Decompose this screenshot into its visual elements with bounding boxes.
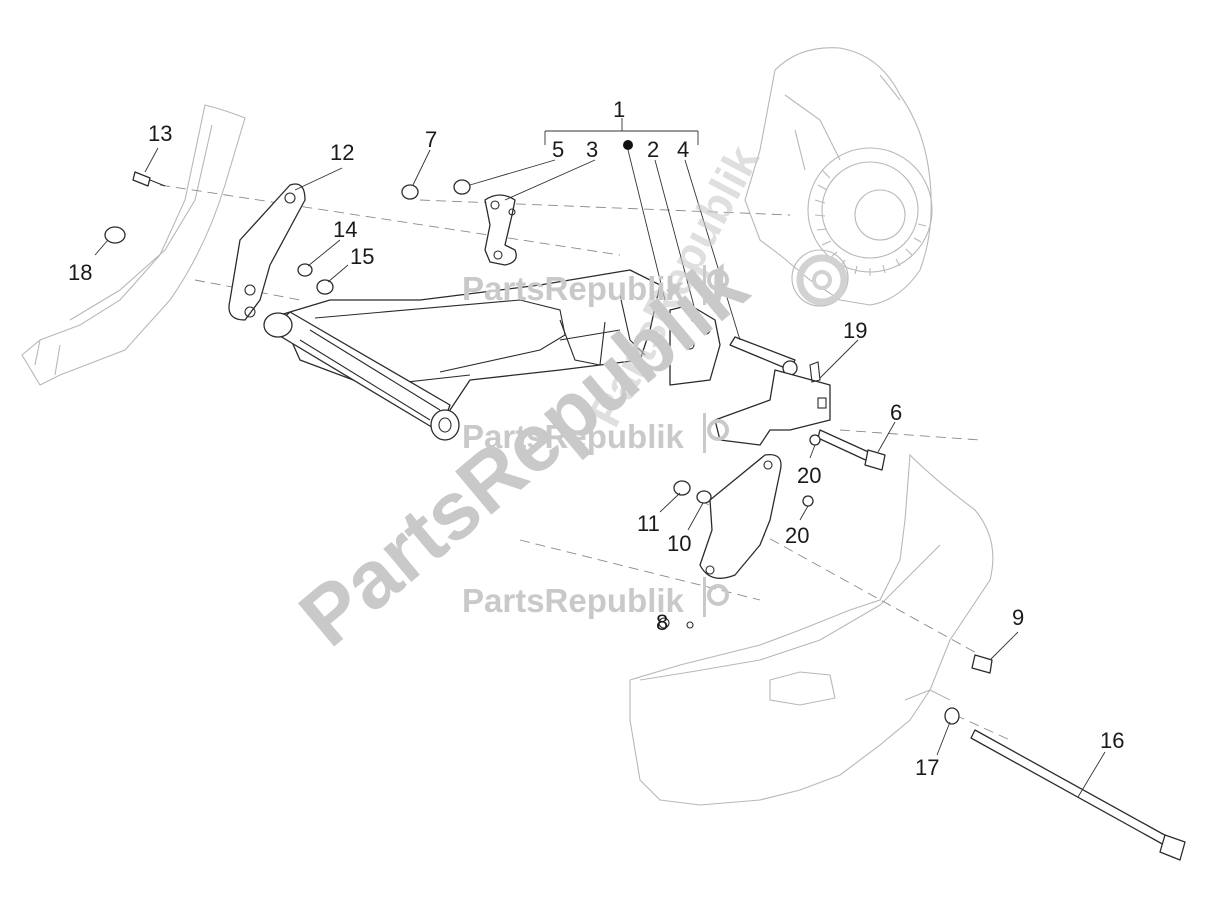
callout-17: 17 bbox=[915, 755, 939, 780]
hardware bbox=[104, 171, 993, 725]
nut-15 bbox=[316, 279, 334, 295]
gear-icon bbox=[796, 254, 848, 306]
callout-1: 1 bbox=[613, 97, 625, 122]
bracket-12 bbox=[228, 183, 306, 321]
callout-19: 19 bbox=[843, 318, 867, 343]
callout-20b: 20 bbox=[785, 523, 809, 548]
callout-3: 3 bbox=[586, 137, 598, 162]
bolt-6 bbox=[817, 429, 886, 471]
callout-7: 7 bbox=[425, 127, 437, 152]
callout-9: 9 bbox=[1012, 605, 1024, 630]
gear-icon bbox=[707, 419, 729, 441]
callout-16: 16 bbox=[1100, 728, 1124, 753]
washer-10 bbox=[696, 490, 712, 504]
washer-14 bbox=[297, 263, 313, 277]
callout-20a: 20 bbox=[797, 463, 821, 488]
callout-4: 4 bbox=[677, 137, 689, 162]
nut-5 bbox=[453, 179, 471, 195]
plate-3 bbox=[484, 194, 517, 266]
callout-13: 13 bbox=[148, 121, 172, 146]
engine-fins bbox=[814, 169, 927, 276]
small-ring-8 bbox=[658, 617, 670, 629]
callout-10: 10 bbox=[667, 531, 691, 556]
watermark-row-1: PartsRepublik bbox=[462, 265, 729, 307]
leader-lines bbox=[94, 118, 1106, 798]
mount-bracket-2 bbox=[669, 304, 721, 386]
bracket-19 bbox=[714, 361, 831, 446]
gear-icon bbox=[707, 584, 729, 606]
gear-icon bbox=[707, 269, 729, 291]
callout-14: 14 bbox=[333, 217, 357, 242]
bolt-13 bbox=[132, 171, 166, 187]
watermark-gear-large bbox=[796, 254, 848, 306]
svg-text:PartsRepublik: PartsRepublik bbox=[462, 582, 685, 619]
callout-15: 15 bbox=[350, 244, 374, 269]
frame-left-ghost bbox=[21, 104, 246, 386]
pin-4 bbox=[729, 336, 798, 376]
screw-20a bbox=[809, 434, 821, 446]
watermark-row-2: PartsRepublik bbox=[462, 413, 729, 455]
nut-7 bbox=[401, 184, 419, 200]
callouts: 1 5 3 2 4 7 12 13 14 15 18 19 6 20 20 11… bbox=[68, 97, 1124, 780]
callout-12: 12 bbox=[330, 140, 354, 165]
callout-6: 6 bbox=[890, 400, 902, 425]
link-plate bbox=[699, 453, 782, 579]
svg-text:PartsRepublik: PartsRepublik bbox=[462, 418, 685, 455]
washer-17 bbox=[944, 707, 960, 725]
engine-ghost bbox=[744, 47, 933, 307]
callout-8: 8 bbox=[656, 610, 668, 635]
callout-dot bbox=[623, 140, 633, 150]
swingarm bbox=[263, 269, 661, 441]
callout-2: 2 bbox=[647, 137, 659, 162]
watermark-row-3: PartsRepublik bbox=[462, 577, 729, 619]
long-bolt-16 bbox=[970, 729, 1186, 861]
svg-text:PartsRepublik: PartsRepublik bbox=[462, 270, 685, 307]
nut-11 bbox=[673, 480, 691, 496]
callout-18: 18 bbox=[68, 260, 92, 285]
callout-11: 11 bbox=[637, 511, 660, 536]
frame-right-ghost bbox=[629, 453, 994, 806]
bolt-9 bbox=[971, 654, 993, 674]
nut-18 bbox=[104, 226, 126, 244]
screw-20b bbox=[802, 495, 814, 507]
callout-5: 5 bbox=[552, 137, 564, 162]
